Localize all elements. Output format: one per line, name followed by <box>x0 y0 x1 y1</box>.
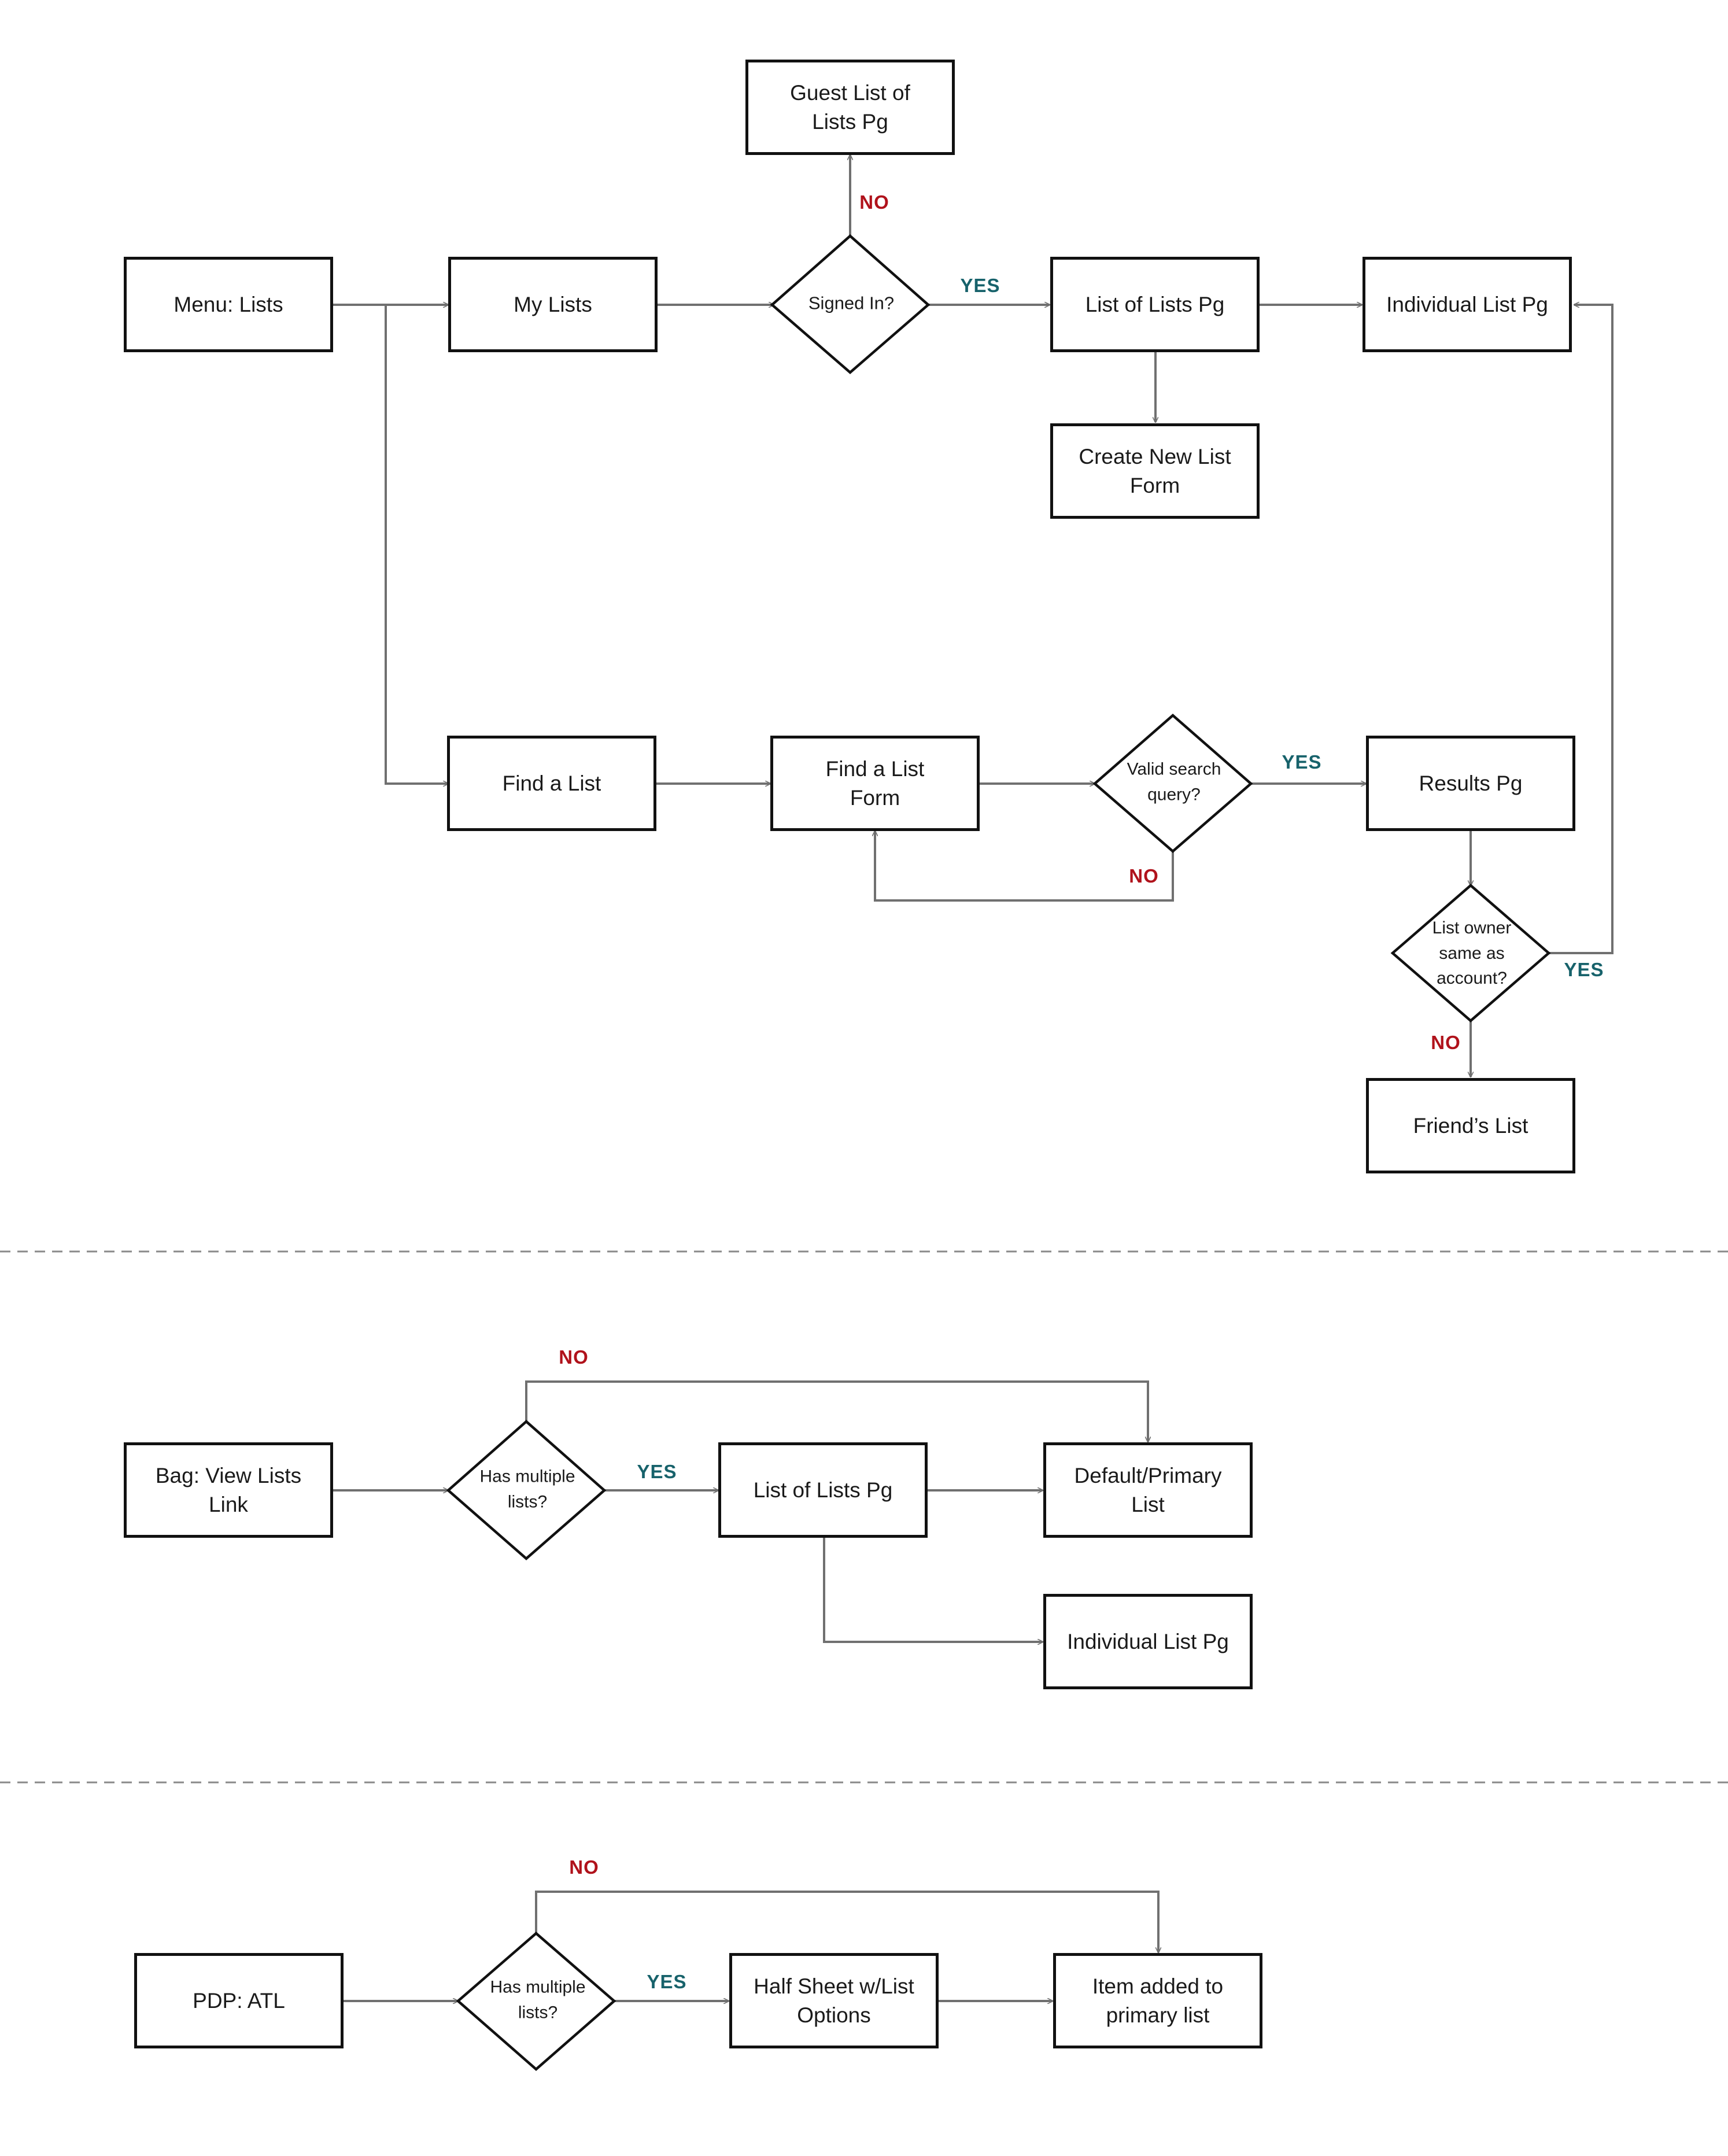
box-pdp-label: PDP: ATL <box>193 1988 285 2013</box>
box-individual-list-label: Individual List Pg <box>1386 292 1548 316</box>
box-pdp-atl: PDP: ATL <box>134 1953 344 2048</box>
box-find-a-list: Find a List <box>447 736 656 831</box>
box-default-label-2: List <box>1131 1492 1165 1516</box>
box-find-a-list-label: Find a List <box>502 771 601 795</box>
list-owner-yes-label: YES <box>1564 959 1604 980</box>
box-individual-list-2: Individual List Pg <box>1043 1594 1253 1689</box>
box-guest-list-label-2: Lists Pg <box>812 109 888 134</box>
box-create-new-list-form: Create New List Form <box>1050 423 1260 519</box>
box-list-of-lists-2-label: List of Lists Pg <box>753 1478 893 1502</box>
box-find-form-label-2: Form <box>850 785 900 810</box>
box-create-new-label-2: Form <box>1129 473 1180 497</box>
decision-has-multiple-bag <box>446 1420 607 1560</box>
box-guest-list-of-lists: Guest List of Lists Pg <box>745 60 955 155</box>
box-half-sheet-label-1: Half Sheet w/List <box>754 1974 914 1998</box>
box-list-of-lists-2: List of Lists Pg <box>718 1442 928 1538</box>
box-bag-view-lists-link: Bag: View Lists Link <box>124 1442 333 1538</box>
box-my-lists: My Lists <box>448 257 658 352</box>
box-results: Results Pg <box>1366 736 1575 831</box>
box-menu-lists-label: Menu: Lists <box>173 292 283 316</box>
connector-owner-yes-to-individual <box>1549 305 1613 954</box>
connector-hasmultiple-no-to-default <box>525 1380 1148 1442</box>
box-results-label: Results Pg <box>1419 771 1523 795</box>
box-friends-list-label: Friend’s List <box>1413 1113 1528 1138</box>
box-item-added-label-2: primary list <box>1106 2003 1210 2027</box>
connector-valid-no-to-form <box>875 831 1174 902</box>
box-bag-label-1: Bag: View Lists <box>155 1463 302 1487</box>
decision-signed-in <box>770 234 931 374</box>
section-dividers <box>0 1250 1728 1784</box>
pdp-yes-label: YES <box>647 1971 687 1992</box>
box-find-a-list-form: Find a List Form <box>770 736 980 831</box>
box-default-label-1: Default/Primary <box>1074 1463 1222 1487</box>
connector-menu-to-findlist <box>385 305 448 784</box>
decision-list-owner <box>1390 884 1551 1022</box>
decision-has-multiple-pdp <box>456 1932 616 2071</box>
box-individual-list-2-label: Individual List Pg <box>1067 1629 1229 1653</box>
box-friends-list: Friend’s List <box>1366 1078 1575 1173</box>
box-guest-list-label-1: Guest List of <box>790 80 910 105</box>
list-owner-label: List owner same as account? <box>1432 918 1512 988</box>
box-find-form-label-1: Find a List <box>825 756 925 781</box>
signed-in-yes-label: YES <box>960 275 1000 296</box>
valid-search-label: Valid search query? <box>1127 759 1221 804</box>
signed-in-no-label: NO <box>859 191 889 213</box>
bag-no-label: NO <box>559 1346 589 1368</box>
box-bag-label-2: Link <box>209 1492 248 1516</box>
box-item-added-label-1: Item added to <box>1092 1974 1224 1998</box>
decision-valid-search <box>1092 714 1253 853</box>
signed-in-label: Signed In? <box>808 293 895 313</box>
box-list-of-lists-label: List of Lists Pg <box>1085 292 1225 316</box>
box-individual-list: Individual List Pg <box>1363 257 1572 352</box>
connector-hasmultiple-no-to-itemadded <box>535 1891 1158 1952</box>
box-default-primary-list: Default/Primary List <box>1043 1442 1253 1538</box>
box-half-sheet: Half Sheet w/List Options <box>729 1953 939 2048</box>
valid-search-no-label: NO <box>1129 865 1159 887</box>
has-multiple-bag-label: Has multiple lists? <box>479 1467 575 1512</box>
has-multiple-pdp-label: Has multiple lists? <box>490 1977 586 2022</box>
decision-diamonds <box>446 234 1551 2071</box>
list-owner-no-label: NO <box>1431 1032 1461 1053</box>
box-my-lists-label: My Lists <box>514 292 592 316</box>
box-menu-lists: Menu: Lists <box>124 257 333 352</box>
pdp-no-label: NO <box>569 1856 599 1878</box>
box-list-of-lists: List of Lists Pg <box>1050 257 1260 352</box>
box-item-added: Item added to primary list <box>1053 1953 1262 2048</box>
box-half-sheet-label-2: Options <box>797 2003 871 2027</box>
connector-listoflists-to-individual-2 <box>823 1538 1043 1642</box>
valid-search-yes-label: YES <box>1282 751 1322 773</box>
box-create-new-label-1: Create New List <box>1079 444 1231 468</box>
bag-yes-label: YES <box>637 1461 677 1482</box>
connectors <box>333 155 1613 2001</box>
